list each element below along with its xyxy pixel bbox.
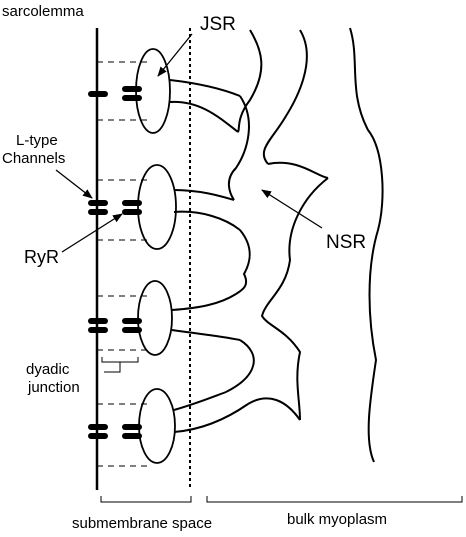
- l-type-channel: [88, 424, 108, 430]
- l-type-label-line2: Channels: [2, 150, 65, 167]
- bulk-myoplasm-label: bulk myoplasm: [287, 511, 387, 528]
- ryr-channel: [122, 95, 142, 101]
- jsr-compartment: [137, 280, 173, 356]
- l-type-channel: [88, 200, 108, 206]
- dyadic-junction-bracket: [101, 357, 139, 363]
- nsr-network: [225, 27, 384, 463]
- dyad-unit-4: [88, 388, 249, 467]
- ryr-channel: [122, 424, 142, 430]
- l-type-channel: [88, 433, 108, 439]
- l-type-label-line1: L-type: [16, 132, 58, 149]
- ryr-channel: [122, 209, 142, 215]
- dyadic-label-line1: dyadic: [26, 361, 70, 378]
- ryr-channel: [122, 200, 142, 206]
- ryr-channel: [122, 327, 142, 333]
- ryr-pointer-arrow: [61, 213, 123, 253]
- sarcolemma-label: sarcolemma: [2, 3, 84, 20]
- jsr-nsr-connector: [171, 293, 237, 311]
- jsr-compartment: [138, 388, 176, 464]
- dyad-unit-2: [88, 164, 241, 250]
- submembrane-space-label: submembrane space: [72, 515, 212, 532]
- nsr-pointer-arrow: [261, 189, 323, 229]
- dyadic-label-line2: junction: [27, 379, 80, 396]
- jsr-nsr-connector: [173, 210, 241, 231]
- jsr-nsr-connector: [173, 391, 227, 411]
- ryr-channel: [122, 86, 142, 92]
- dyadic-junction-tick: [104, 362, 121, 373]
- jsr-nsr-connector: [173, 189, 235, 201]
- jsr-label: JSR: [200, 14, 236, 35]
- l-type-channel: [88, 327, 108, 333]
- jsr-compartment: [137, 164, 177, 250]
- l-type-pointer-arrow: [55, 169, 93, 199]
- jsr-nsr-connector: [173, 403, 249, 433]
- l-type-channel: [88, 209, 108, 215]
- l-type-channel: [88, 91, 108, 97]
- jsr-nsr-connector: [169, 100, 239, 133]
- bulk-myoplasm-bracket: [206, 496, 463, 503]
- l-type-channel: [88, 318, 108, 324]
- ryr-channel: [122, 318, 142, 324]
- jsr-pointer-arrow: [157, 33, 193, 77]
- ryr-channel: [122, 433, 142, 439]
- dyad-unit-1: [88, 48, 241, 134]
- nsr-label: NSR: [326, 232, 366, 253]
- jsr-nsr-connector: [169, 79, 241, 97]
- submembrane-space-bracket: [100, 496, 192, 503]
- jsr-nsr-connector: [171, 329, 241, 341]
- dyad-unit-3: [88, 280, 241, 356]
- ryr-label: RyR: [24, 247, 59, 267]
